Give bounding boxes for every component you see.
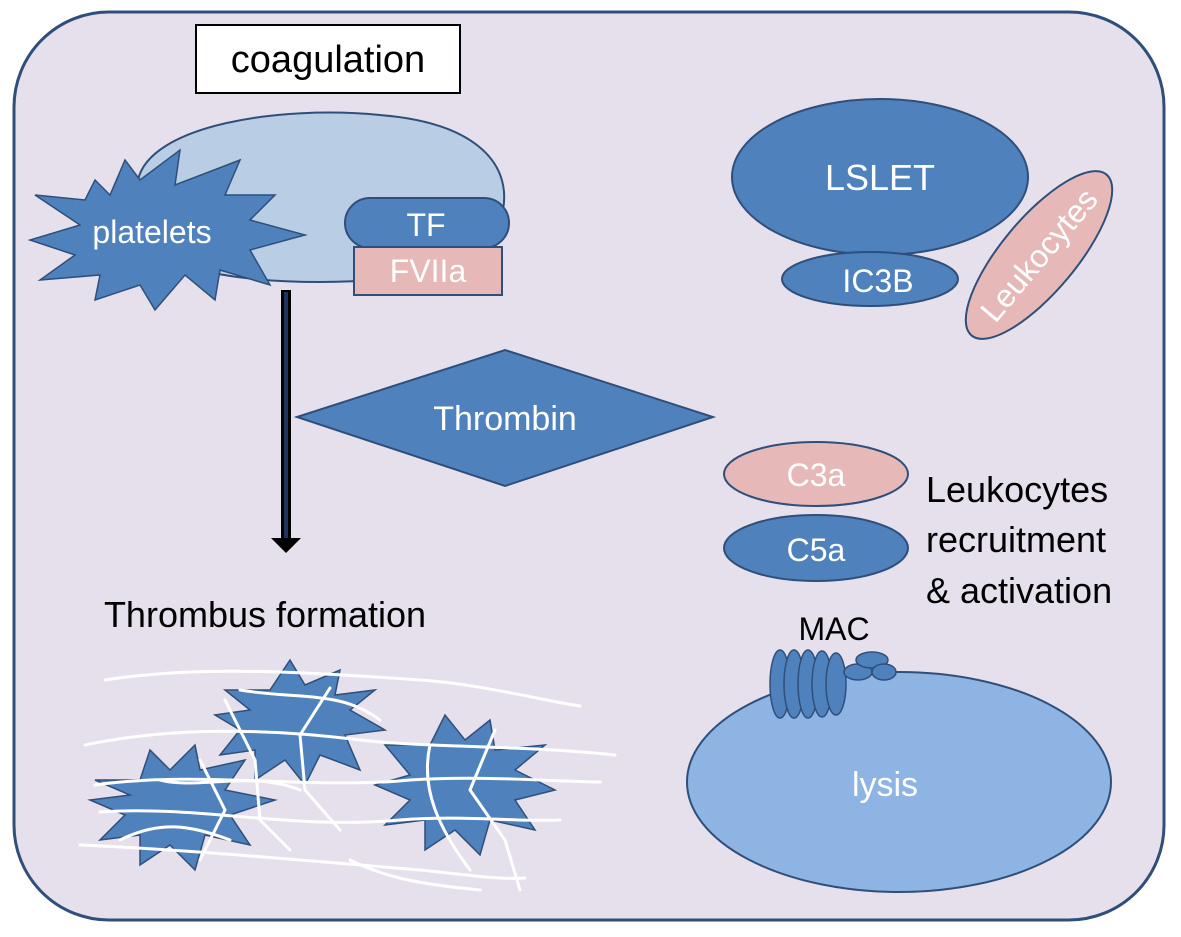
platelet-star-icon	[27, 148, 308, 312]
recruitment-line-3: & activation	[926, 570, 1112, 611]
arrow-shaft-inner	[284, 292, 288, 538]
thrombus-illustration	[78, 658, 617, 892]
ic3b-ellipse	[781, 251, 959, 307]
ic3b-label: IC3B	[842, 263, 913, 299]
platelets-label: platelets	[92, 214, 211, 250]
c3a-ellipse	[723, 441, 909, 507]
thrombin-diamond	[293, 348, 717, 488]
c5a-label: C5a	[787, 532, 846, 568]
arrow-head	[271, 538, 301, 553]
lysis-cell	[686, 671, 1112, 893]
thrombin-label: Thrombin	[433, 400, 577, 438]
c3a-label: C3a	[787, 457, 846, 493]
c5a-ellipse	[723, 514, 909, 582]
fviia-box	[353, 246, 503, 296]
thrombus-label: Thrombus formation	[104, 594, 426, 635]
fviia-label: FVIIa	[390, 253, 467, 289]
mac-complex-icon	[769, 649, 897, 719]
recruitment-line-1: Leukocytes	[926, 469, 1108, 510]
recruitment-line-2: recruitment	[926, 519, 1106, 560]
title-text: coagulation	[231, 39, 425, 81]
tf-label: TF	[406, 207, 445, 243]
leukocytes-ellipse	[964, 170, 1114, 340]
title-box	[195, 24, 461, 94]
lslet-label: LSLET	[825, 157, 935, 198]
lysis-label: lysis	[852, 766, 918, 804]
mac-label: MAC	[798, 611, 869, 647]
